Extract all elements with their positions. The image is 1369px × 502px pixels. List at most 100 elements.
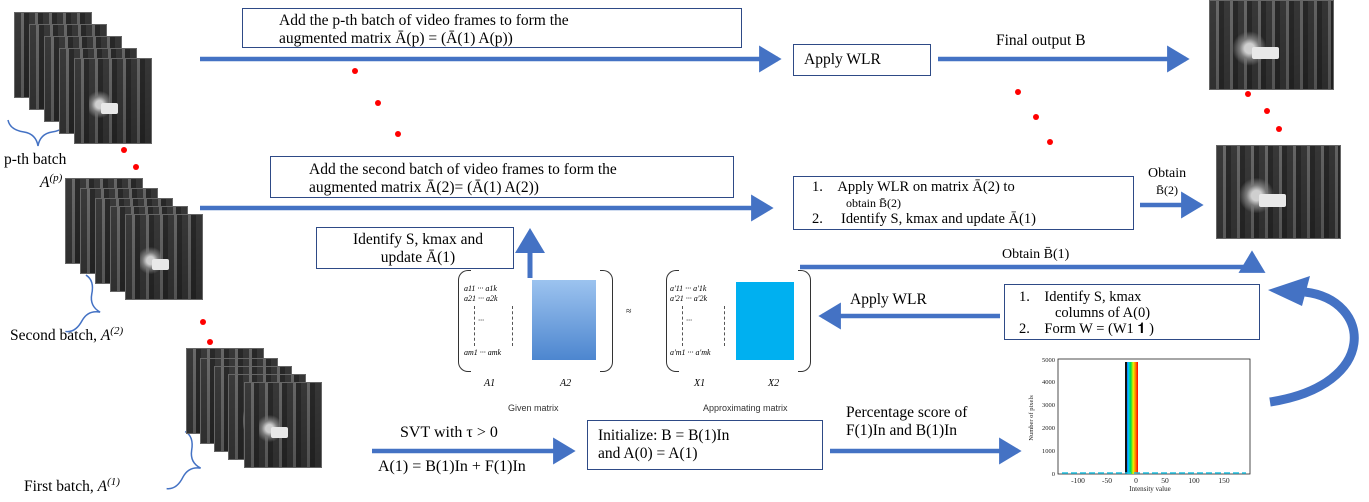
histogram-bar-center (1126, 362, 1138, 474)
x-tick: 0 (1134, 476, 1138, 485)
given-matrix-a1-label: A1 (484, 378, 496, 389)
curved-arrow-feedback (1269, 287, 1359, 407)
approx-matrix-x2-label: X2 (768, 378, 780, 389)
given-row-1: a11 ··· a1k (464, 284, 497, 293)
approx-matrix-x1-label: X1 (694, 378, 706, 389)
histogram-plot: 0 1000 2000 3000 4000 5000 -100 -50 0 50… (1028, 357, 1251, 493)
histogram: 0 1000 2000 3000 4000 5000 -100 -50 0 50… (1028, 352, 1260, 497)
histogram-y-ticks: 0 1000 2000 3000 4000 5000 (1042, 357, 1055, 478)
pth-batch-symbol: A (40, 174, 50, 192)
step1-line2: obtain B̄(2) (846, 196, 901, 210)
pth-batch-sup: (p) (49, 172, 63, 184)
x-tick: 50 (1161, 476, 1169, 485)
approx-matrix-left-bracket (666, 270, 679, 372)
given-row-3: ··· (478, 316, 484, 325)
add-pth-batch-box: Add the p-th batch of video frames to fo… (242, 8, 742, 48)
x-tick: -100 (1071, 476, 1085, 485)
step1-number: 1. (812, 179, 823, 195)
pth-batch-label: p-th batch A(p) (4, 151, 66, 192)
pth-batch-text: p-th batch (4, 151, 67, 168)
right-step2-number: 2. (1019, 321, 1030, 337)
approx-matrix-right-bracket (798, 270, 811, 372)
right-step1-number: 1. (1019, 289, 1030, 305)
given-matrix-divider (512, 306, 513, 346)
histogram-ylabel: Number of pixels (1028, 395, 1035, 441)
approx-row-1: a′11 ··· a′1k (670, 284, 707, 293)
add-second-line1: Add the second batch of video frames to … (309, 161, 617, 178)
second-batch-sup: (2) (110, 325, 124, 337)
given-matrix-caption: Given matrix (508, 403, 559, 413)
decomposition-label: A(1) = B(1)In + F(1)In (378, 458, 526, 475)
approx-matrix-caption: Approximating matrix (703, 403, 788, 413)
given-matrix-divider (474, 306, 475, 346)
first-batch-label: First batch, A(1) (24, 473, 120, 496)
step2-text: Identify S, kmax and update Ā(1) (837, 211, 1036, 227)
final-output-label: Final output B (996, 32, 1086, 49)
right-step1-line2: columns of A(0) (1055, 305, 1151, 321)
obtain-b2-line2: B̄(2) (1156, 183, 1179, 197)
first-batch-sup: (1) (107, 476, 120, 488)
obtain-b1-label: Obtain B̄(1) (1002, 247, 1070, 262)
x-tick: -50 (1102, 476, 1112, 485)
obtain-b2-line1: Obtain (1148, 166, 1187, 181)
given-row-4: am1 ··· amk (464, 348, 502, 357)
brace-second (65, 274, 101, 333)
identify-line1: Identify S, kmax and (352, 231, 483, 248)
histogram-x-ticks: -100 -50 0 50 100 150 (1071, 476, 1230, 485)
second-batch-label: Second batch, A(2) (10, 322, 123, 345)
output-frame-obtain (1216, 145, 1341, 239)
approx-row-3: ··· (686, 316, 692, 325)
wlr-steps-box: 1. Apply WLR on matrix Ā(2) to obtain B̄… (793, 176, 1134, 230)
output-frame-final (1209, 0, 1334, 90)
first-batch-text: First batch, (24, 478, 98, 496)
add-second-line2: augmented matrix Ā(2)= (Ā(1) A(2)) (309, 179, 539, 196)
x-tick: 100 (1188, 476, 1200, 485)
right-step2-text: Form W = (W1 𝟏 ) (1044, 321, 1154, 337)
second-batch-symbol: A (100, 327, 111, 345)
x-tick: 150 (1218, 476, 1230, 485)
right-step1-line1: Identify S, kmax (1044, 289, 1142, 305)
y-tick: 1000 (1042, 448, 1055, 455)
apply-wlr-box: Apply WLR (793, 44, 931, 76)
identify-update-box: Identify S, kmax and update Ā(1) (316, 227, 514, 269)
y-tick: 5000 (1042, 357, 1055, 364)
video-frame (74, 58, 152, 144)
y-tick: 4000 (1042, 379, 1055, 386)
apply-wlr-text: Apply WLR (804, 51, 881, 68)
y-tick: 0 (1052, 471, 1055, 478)
histogram-xlabel: Intensity value (1129, 485, 1170, 493)
approx-row-2: a′21 ··· a′2k (670, 294, 708, 303)
svt-label: SVT with τ > 0 (400, 424, 498, 441)
video-frame (125, 214, 203, 300)
curved-arrow-head (1268, 276, 1310, 306)
given-matrix-entries: a11 ··· a1k a21 ··· a2k ··· am1 ··· amk (464, 284, 534, 364)
given-matrix-a2-label: A2 (560, 378, 572, 389)
identify-line2: update Ā(1) (380, 249, 456, 266)
identify-form-w-box: 1. Identify S, kmax columns of A(0) 2. F… (1004, 284, 1260, 340)
histogram-bar-dark (1125, 362, 1127, 474)
approx-matrix-divider (682, 306, 683, 346)
approx-matrix-divider (724, 306, 725, 346)
percentage-line1: Percentage score of (846, 404, 968, 421)
y-tick: 3000 (1042, 402, 1055, 409)
add-pth-line2: augmented matrix Ā(p) = (Ā(1) A(p)) (279, 30, 513, 47)
percentage-line2: F(1)In and B(1)In (846, 422, 958, 439)
video-frame (244, 382, 322, 468)
continuation-dots (121, 68, 1282, 362)
step2-number: 2. (812, 211, 823, 227)
brace-first (166, 430, 201, 490)
y-tick: 2000 (1042, 425, 1055, 432)
histogram-frame (1057, 358, 1251, 475)
percentage-score-label: Percentage score of F(1)In and B(1)In (846, 404, 967, 440)
add-pth-line1: Add the p-th batch of video frames to fo… (279, 12, 569, 29)
approx-row-4: a′m1 ··· a′mk (670, 348, 711, 357)
approx-matrix-entries: a′11 ··· a′1k a′21 ··· a′2k ··· a′m1 ···… (670, 284, 740, 364)
initialize-box: Initialize: B = B(1)In and A(0) = A(1) (587, 420, 823, 470)
step1-line1: Apply WLR on matrix Ā(2) to (837, 179, 1015, 195)
given-row-2: a21 ··· a2k (464, 294, 498, 303)
approx-symbol: ≈ (626, 306, 632, 317)
given-matrix-right-bracket (600, 270, 613, 372)
init-line1: Initialize: B = B(1)In (598, 427, 730, 444)
given-matrix-left-bracket (458, 270, 471, 372)
